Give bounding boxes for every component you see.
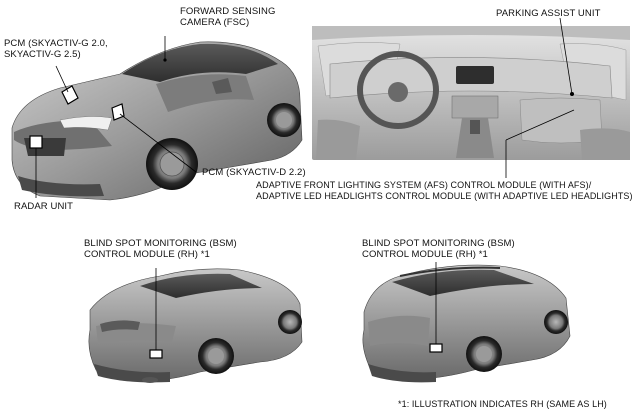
label-parking-assist-unit: PARKING ASSIST UNIT <box>496 8 601 19</box>
label-fsc-line-2: CAMERA (FSC) <box>180 17 250 28</box>
label-afs-line-2: ADAPTIVE LED HEADLIGHTS CONTROL MODULE (… <box>256 191 633 201</box>
label-bsm-wagon-line-1: BLIND SPOT MONITORING (BSM) <box>362 238 515 249</box>
label-pcm-gasoline: PCM (SKYACTIV-G 2.0, SKYACTIV-G 2.5) <box>4 38 108 60</box>
vehicle-interior-view <box>312 26 630 160</box>
sedan-rear-view <box>88 268 303 383</box>
label-bsm-sedan-line-2: CONTROL MODULE (RH) *1 <box>84 249 210 260</box>
label-radar-line-1: RADAR UNIT <box>14 201 74 212</box>
label-parking-assist-line-1: PARKING ASSIST UNIT <box>496 8 601 19</box>
label-afs-control-module: ADAPTIVE FRONT LIGHTING SYSTEM (AFS) CON… <box>256 180 633 202</box>
label-fsc: FORWARD SENSING CAMERA (FSC) <box>180 6 275 28</box>
label-radar-unit: RADAR UNIT <box>14 201 73 212</box>
footnote: *1: ILLUSTRATION INDICATES RH (SAME AS L… <box>398 399 607 410</box>
label-pcm-diesel-line-1: PCM (SKYACTIV-D 2.2) <box>202 167 306 178</box>
label-bsm-sedan: BLIND SPOT MONITORING (BSM) CONTROL MODU… <box>84 238 237 260</box>
footnote-line-1: *1: ILLUSTRATION INDICATES RH (SAME AS L… <box>398 399 607 409</box>
label-afs-line-1: ADAPTIVE FRONT LIGHTING SYSTEM (AFS) CON… <box>256 180 592 190</box>
leader-lines <box>35 17 575 350</box>
label-bsm-sedan-line-1: BLIND SPOT MONITORING (BSM) <box>84 238 237 249</box>
label-pcm-gasoline-line-1: PCM (SKYACTIV-G 2.0, <box>4 38 108 49</box>
wagon-rear-view <box>362 264 571 383</box>
sedan-front-view <box>11 41 303 201</box>
label-pcm-gasoline-line-2: SKYACTIV-G 2.5) <box>4 49 81 60</box>
label-fsc-line-1: FORWARD SENSING <box>180 6 276 17</box>
label-bsm-wagon-line-2: CONTROL MODULE (RH) *1 <box>362 249 488 260</box>
label-pcm-diesel: PCM (SKYACTIV-D 2.2) <box>202 167 306 178</box>
label-bsm-wagon: BLIND SPOT MONITORING (BSM) CONTROL MODU… <box>362 238 515 260</box>
